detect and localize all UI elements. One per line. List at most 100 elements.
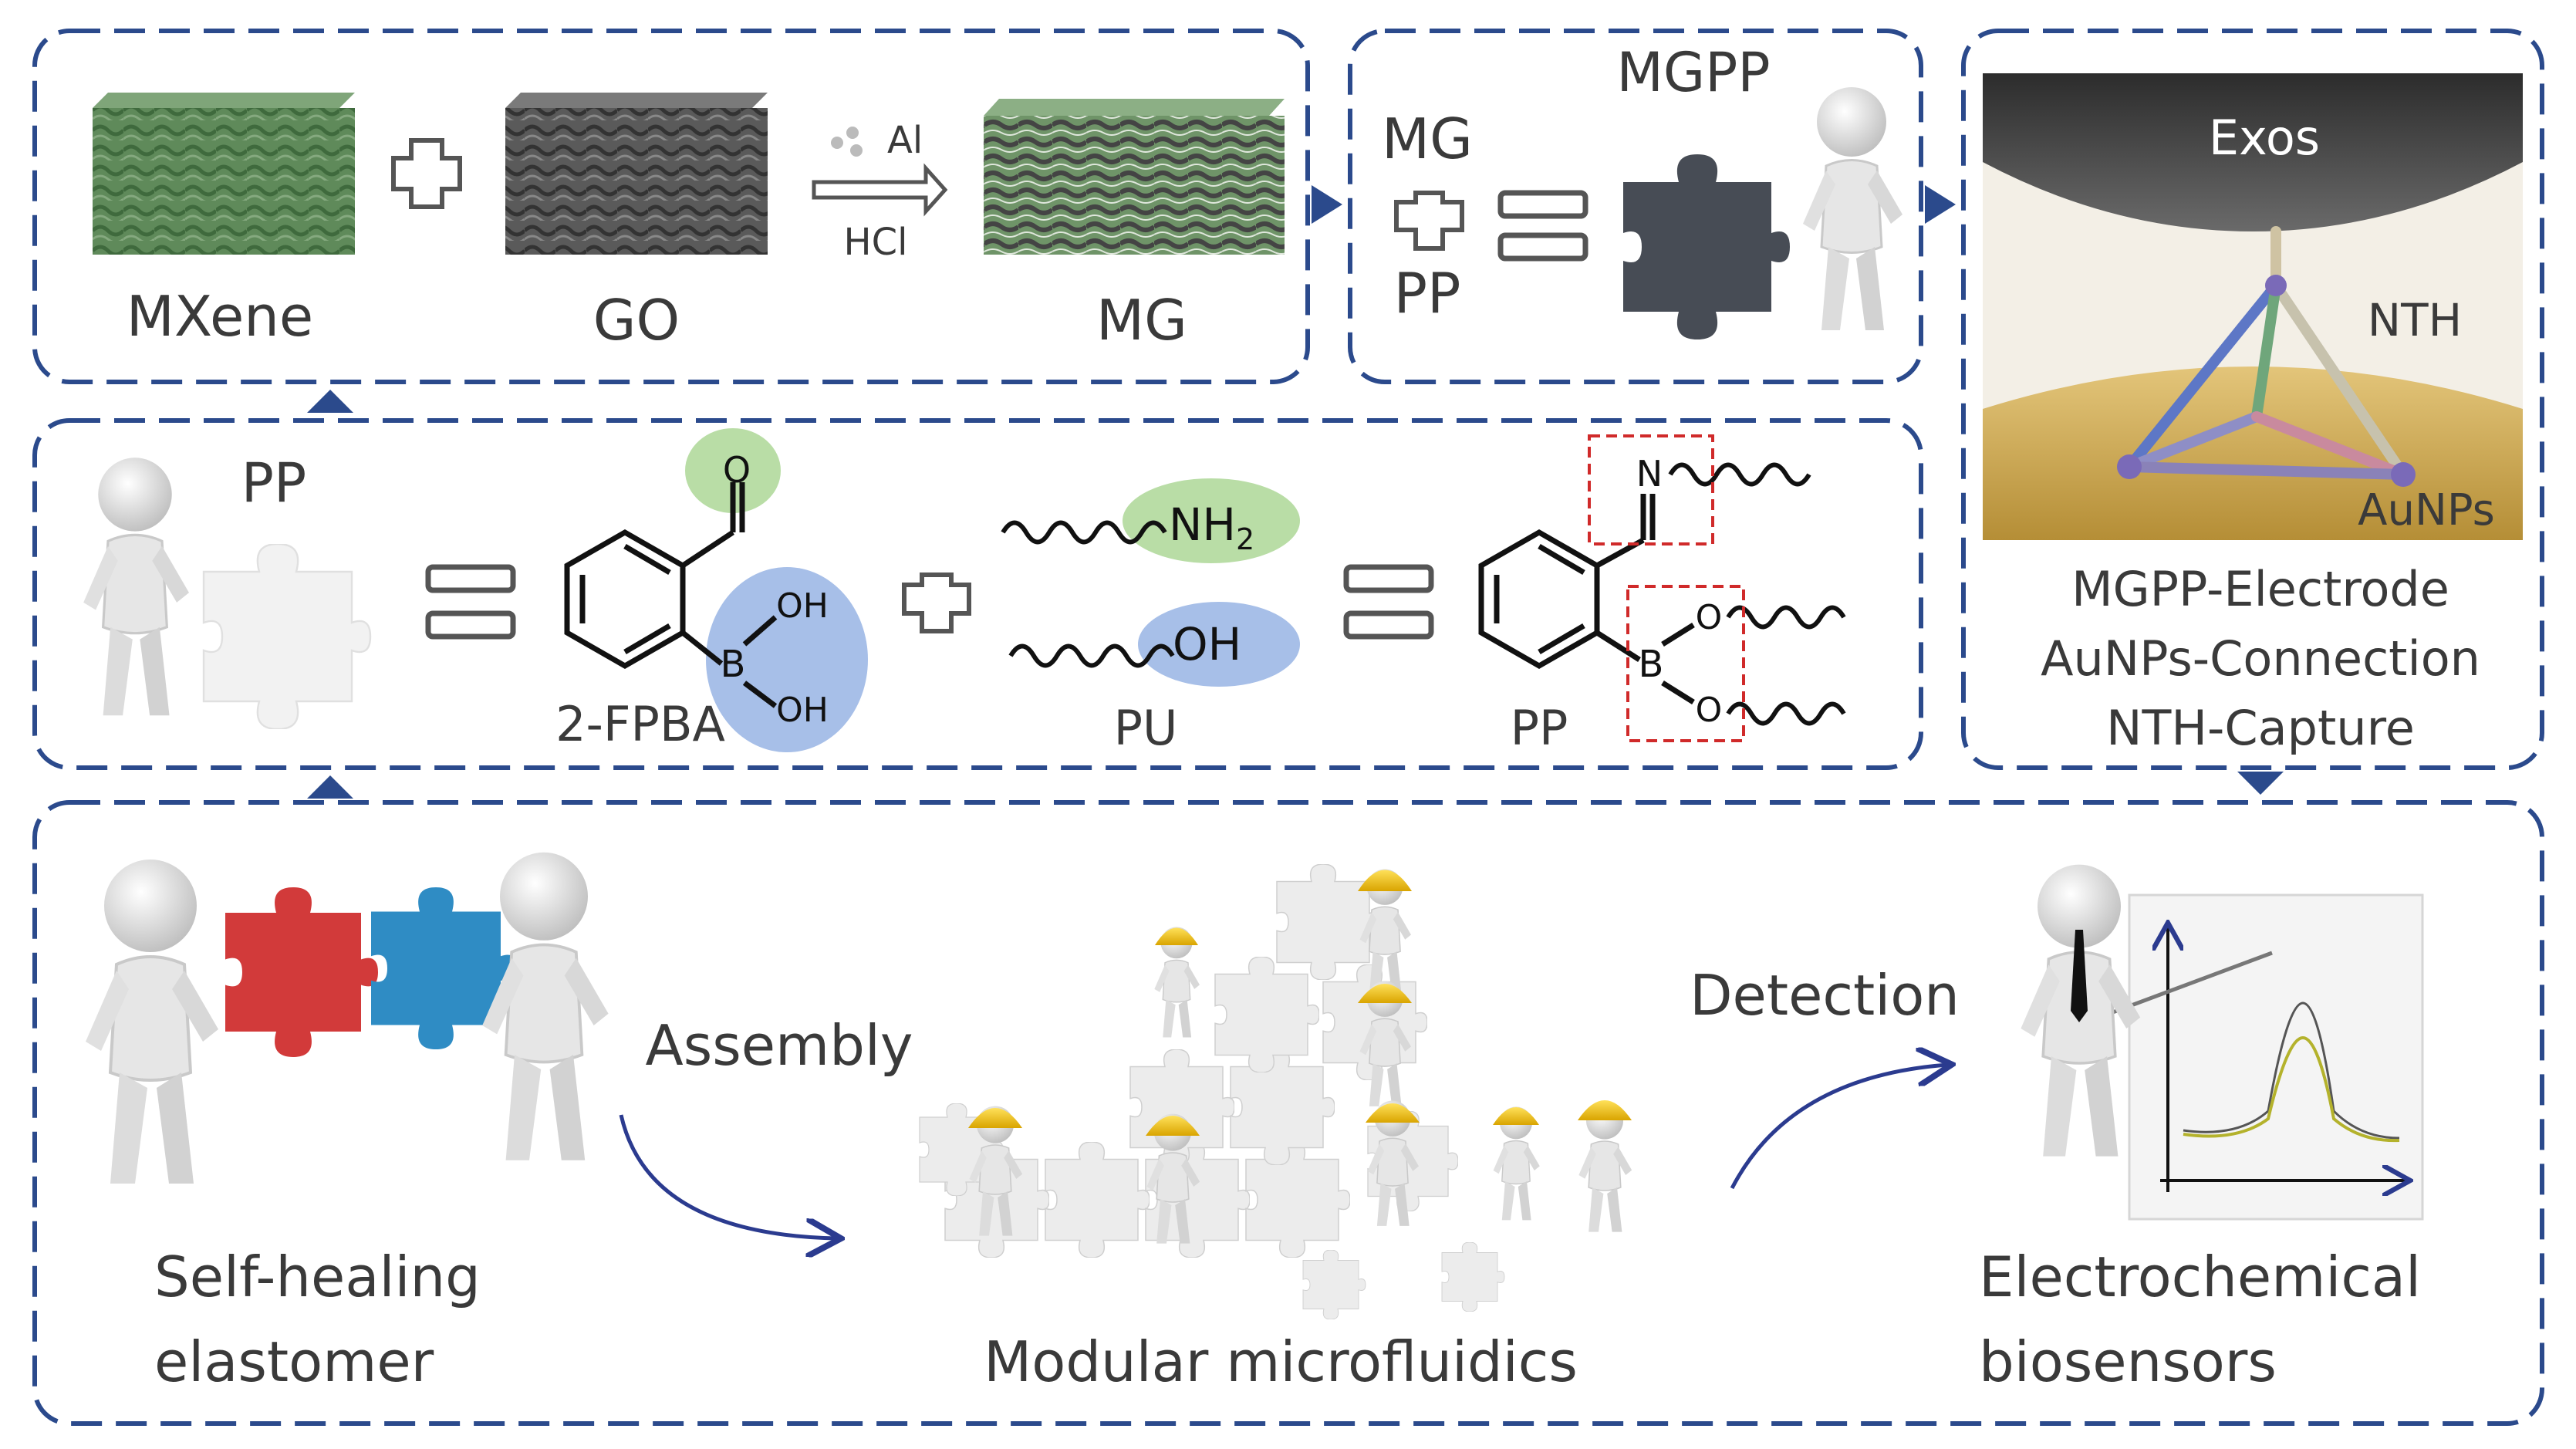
mg-block <box>984 99 1285 255</box>
equals-icon <box>1497 190 1588 262</box>
frame-mgpp <box>1348 29 1923 384</box>
puzzle-piece-icon <box>1623 154 1790 339</box>
peak-curve-yellow <box>2183 1035 2400 1143</box>
nth-label: NTH <box>2368 294 2462 346</box>
gold-surface <box>1983 366 2523 540</box>
person-icon <box>82 456 191 717</box>
hard-hat-icon <box>968 1108 1022 1128</box>
pu-label: PU <box>1114 700 1178 756</box>
nh2-label: NH2 <box>1169 498 1254 556</box>
fpba-molecule: O B OH OH <box>564 428 868 752</box>
hard-hat-icon <box>1493 1107 1539 1125</box>
sensor-line-1: MGPP-Electrode <box>2071 561 2449 617</box>
triangle-down-icon <box>2237 772 2284 795</box>
pp-product-molecule: N B O O <box>1478 434 1846 742</box>
self-healing-line-1: Self-healing <box>154 1245 481 1309</box>
triangle-right-icon <box>1312 185 1342 224</box>
pp-title: PP <box>241 451 306 515</box>
hard-hat-icon <box>1155 927 1198 945</box>
red-puzzle-piece <box>225 887 378 1057</box>
self-healing-line-2: elastomer <box>154 1329 434 1394</box>
sensor-line-3: NTH-Capture <box>2106 700 2415 756</box>
aldehyde-highlight <box>685 428 781 513</box>
aunps-label: AuNPs <box>2358 485 2495 535</box>
panel-mg: MXene GO Al HCl MG <box>93 93 1285 353</box>
hard-hat-icon <box>1358 984 1412 1003</box>
connector-arrows <box>307 185 2284 799</box>
arrow-reagent-bottom: HCl <box>844 221 908 264</box>
ester-o-upper: O <box>1696 598 1723 637</box>
panel-mgpp: MGPP MG PP <box>1382 41 1904 339</box>
frame-bottom <box>32 800 2544 1426</box>
oh-upper-label: OH <box>776 586 829 626</box>
exosome-shape <box>1983 73 2523 231</box>
arrow-reagent-top: Al <box>887 119 923 162</box>
mgpp-pp-label: PP <box>1394 261 1461 326</box>
oh-lower-label: OH <box>776 691 829 730</box>
worker <box>1358 980 1412 1107</box>
detection-label: Detection <box>1690 963 1960 1028</box>
aldehyde-o-label: O <box>723 449 751 491</box>
frame-sensor <box>1961 29 2544 770</box>
imine-n-label: N <box>1636 453 1663 495</box>
hard-hat-icon <box>1358 870 1412 891</box>
ester-o-lower: O <box>1696 691 1723 730</box>
worker <box>1578 1100 1633 1233</box>
mgpp-mg-label: MG <box>1382 106 1473 171</box>
worker <box>968 1105 1024 1237</box>
peak-curve-dark <box>2183 1001 2400 1140</box>
product-boron-label: B <box>1639 643 1664 686</box>
chart-icon <box>2160 926 2407 1192</box>
curved-arrow-icon <box>1730 1065 1948 1190</box>
person-icon <box>482 853 608 1160</box>
equals-icon <box>425 564 516 640</box>
oh-highlight <box>1138 602 1300 687</box>
triangle-up-icon <box>307 390 353 413</box>
sensor-line-2: AuNPs-Connection <box>2041 630 2480 687</box>
panel-frames <box>32 29 2544 1426</box>
hard-hat-icon <box>1366 1103 1420 1123</box>
boron-label: B <box>721 643 746 686</box>
person-icon <box>1801 86 1904 332</box>
boronic-highlight <box>706 567 868 752</box>
plus-icon <box>902 573 971 633</box>
mg-label: MG <box>1096 288 1187 353</box>
tie-icon <box>2071 930 2088 1022</box>
electrochem-line-2: biosensors <box>1979 1329 2277 1394</box>
mxene-label: MXene <box>127 284 313 349</box>
hard-hat-icon <box>1146 1116 1200 1136</box>
reaction-arrow-icon: Al HCl <box>812 119 948 264</box>
frame-mg <box>32 29 1310 384</box>
worker <box>1366 1099 1420 1227</box>
frame-pp <box>32 418 1923 770</box>
triangle-up-icon <box>307 775 353 799</box>
panel-sensor: Exos NTH AuNPs MGPP-Electrode AuNPs-Conn… <box>1983 73 2523 756</box>
tetrahedron-icon <box>2117 226 2416 487</box>
panel-pp: PP O B OH OH <box>82 428 1846 756</box>
curved-arrow-icon <box>619 1114 837 1238</box>
mxene-block <box>93 93 355 255</box>
triangle-right-icon <box>1925 185 1956 224</box>
boronate-box <box>1626 585 1745 742</box>
person-icon <box>86 860 218 1184</box>
nh2-subscript: 2 <box>1236 522 1254 556</box>
assembly-label: Assembly <box>645 1013 913 1078</box>
workers <box>968 868 1633 1245</box>
chart-board <box>2044 893 2424 1221</box>
worker <box>1146 1113 1201 1245</box>
worker <box>1358 868 1412 995</box>
worker <box>1153 926 1200 1039</box>
hard-hat-icon <box>1578 1100 1632 1120</box>
fpba-label: 2-FPBA <box>555 696 725 752</box>
plus-icon <box>1394 191 1464 251</box>
go-block <box>505 93 768 255</box>
worker <box>1492 1106 1541 1221</box>
go-label: GO <box>593 288 680 353</box>
mgpp-title: MGPP <box>1616 41 1770 104</box>
imine-box <box>1588 434 1714 545</box>
pu-molecule: NH2 OH <box>1001 478 1300 687</box>
pu-oh-label: OH <box>1173 618 1241 670</box>
pp-product-label: PP <box>1511 700 1568 756</box>
panel-bottom: Self-healing elastomer Assembly <box>86 853 2424 1394</box>
